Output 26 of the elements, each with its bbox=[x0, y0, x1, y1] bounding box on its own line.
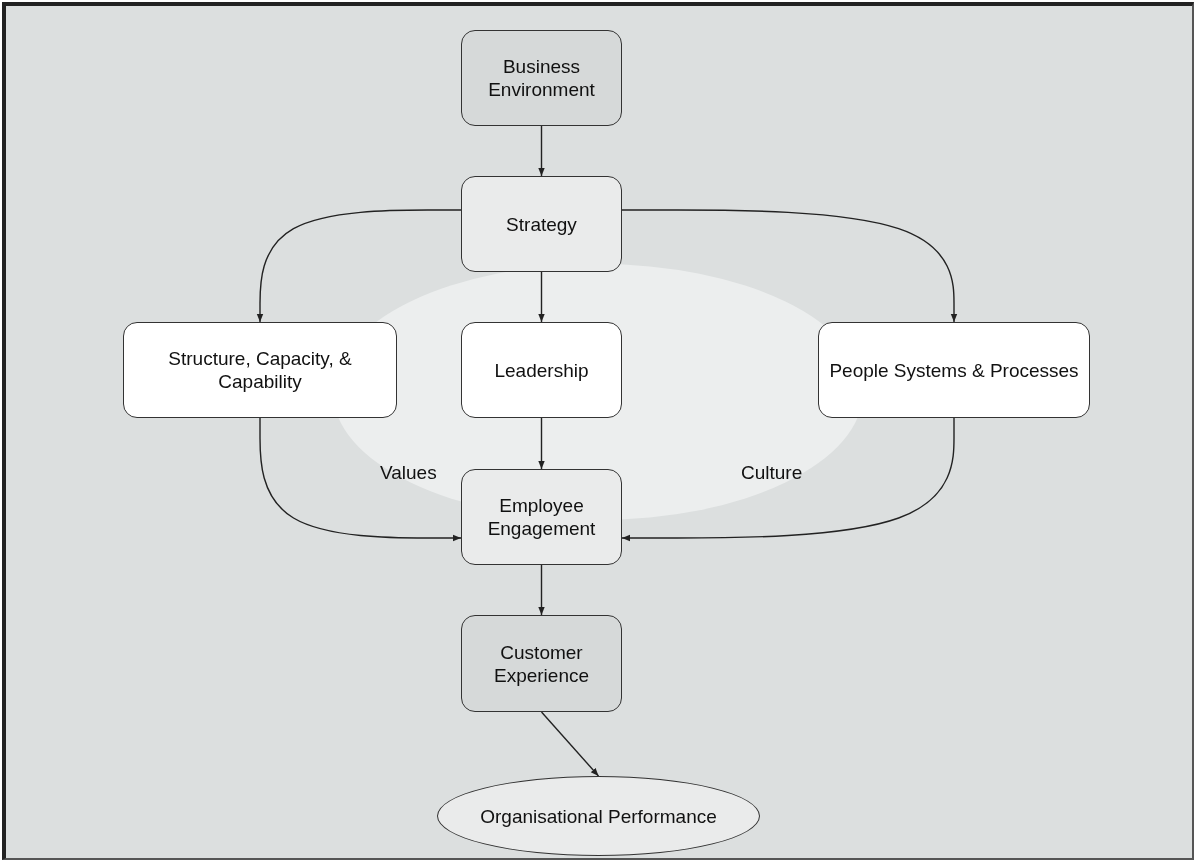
node-label: Leadership bbox=[494, 358, 589, 382]
node-label: Structure, Capacity, & Capability bbox=[167, 347, 353, 393]
process-box bbox=[461, 615, 622, 712]
arrow bbox=[259, 417, 462, 542]
node-label: Customer Experience bbox=[492, 640, 591, 687]
process-box bbox=[461, 30, 622, 126]
annotation-label: Values bbox=[380, 462, 437, 484]
node-label: People Systems & Processes bbox=[829, 358, 1079, 382]
arrow bbox=[540, 711, 600, 777]
node-label: Business Environment bbox=[487, 55, 596, 101]
process-box bbox=[461, 322, 622, 418]
arrow bbox=[538, 125, 545, 177]
arrow bbox=[538, 271, 545, 323]
node-label: Strategy bbox=[506, 212, 577, 236]
node-label: Organisational Performance bbox=[480, 804, 717, 828]
process-box bbox=[123, 322, 397, 418]
process-box bbox=[818, 322, 1090, 418]
arrow bbox=[256, 209, 462, 323]
arrow bbox=[621, 209, 958, 323]
process-box bbox=[461, 176, 622, 272]
arrow bbox=[538, 417, 545, 470]
node-label: Employee Engagement bbox=[486, 494, 597, 540]
arrow bbox=[621, 417, 955, 542]
annotation-label: Culture bbox=[741, 462, 803, 484]
process-box bbox=[461, 469, 622, 565]
arrow bbox=[538, 564, 545, 616]
